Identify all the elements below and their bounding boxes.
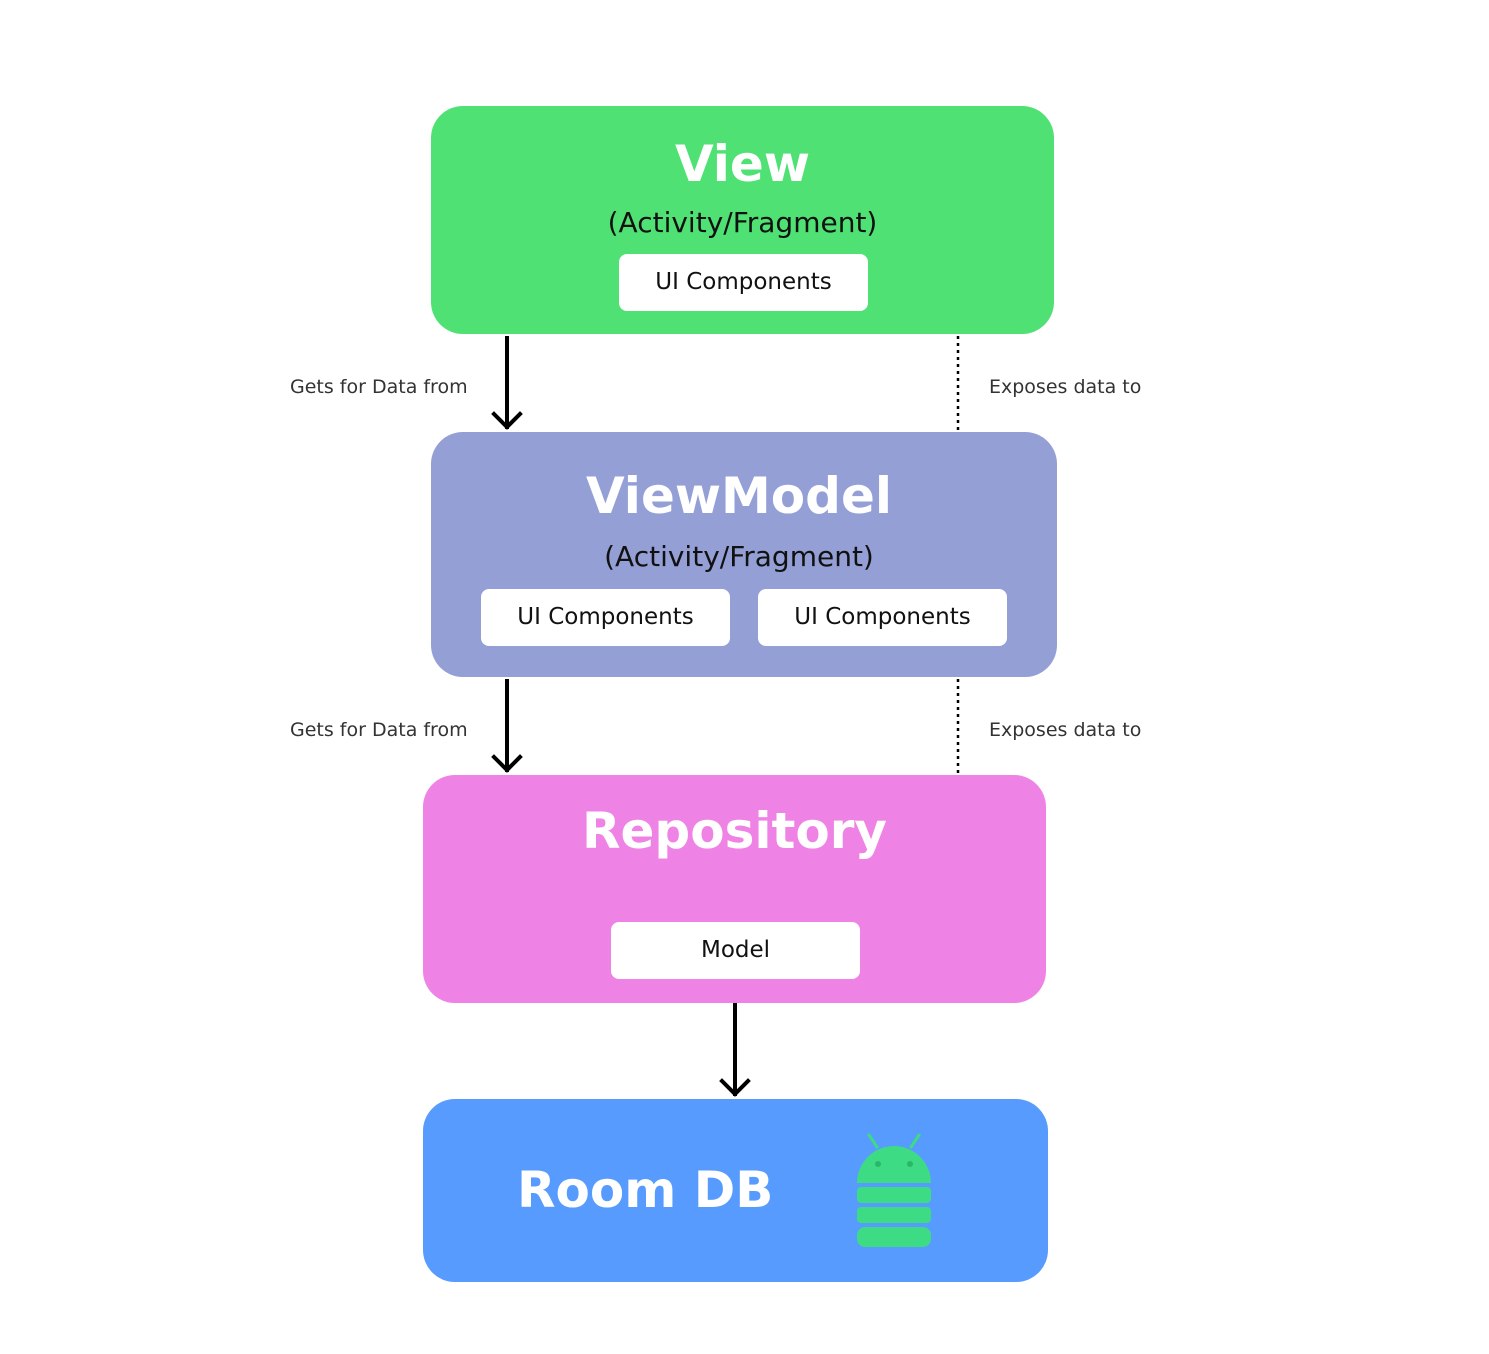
viewmodel-ui-components-chip: UI Components	[481, 589, 730, 646]
view-ui-components-chip: UI Components	[619, 254, 868, 311]
edge-label-gets-data: Gets for Data from	[290, 376, 468, 398]
edge-label-exposes-data: Exposes data to	[989, 376, 1142, 398]
arrow-view-to-viewmodel	[491, 336, 523, 430]
repository-layer: Repository Model	[423, 775, 1046, 1003]
edge-label-gets-data: Gets for Data from	[290, 719, 468, 741]
android-database-icon	[857, 1133, 931, 1247]
arrow-repository-to-roomdb	[719, 1003, 751, 1097]
edge-label-exposes-data: Exposes data to	[989, 719, 1142, 741]
repository-title: Repository	[582, 802, 887, 860]
model-chip: Model	[611, 922, 860, 979]
view-subtitle: (Activity/Fragment)	[607, 206, 878, 239]
viewmodel-ui-components-chip: UI Components	[758, 589, 1007, 646]
view-layer: View (Activity/Fragment) UI Components	[431, 106, 1054, 334]
viewmodel-layer: ViewModel (Activity/Fragment) UI Compone…	[431, 432, 1057, 677]
viewmodel-title: ViewModel	[585, 467, 892, 525]
arrow-viewmodel-to-repository	[491, 679, 523, 773]
view-title: View	[674, 135, 811, 193]
roomdb-layer: Room DB	[423, 1099, 1048, 1282]
roomdb-title: Room DB	[517, 1161, 774, 1219]
viewmodel-subtitle: (Activity/Fragment)	[604, 540, 874, 573]
